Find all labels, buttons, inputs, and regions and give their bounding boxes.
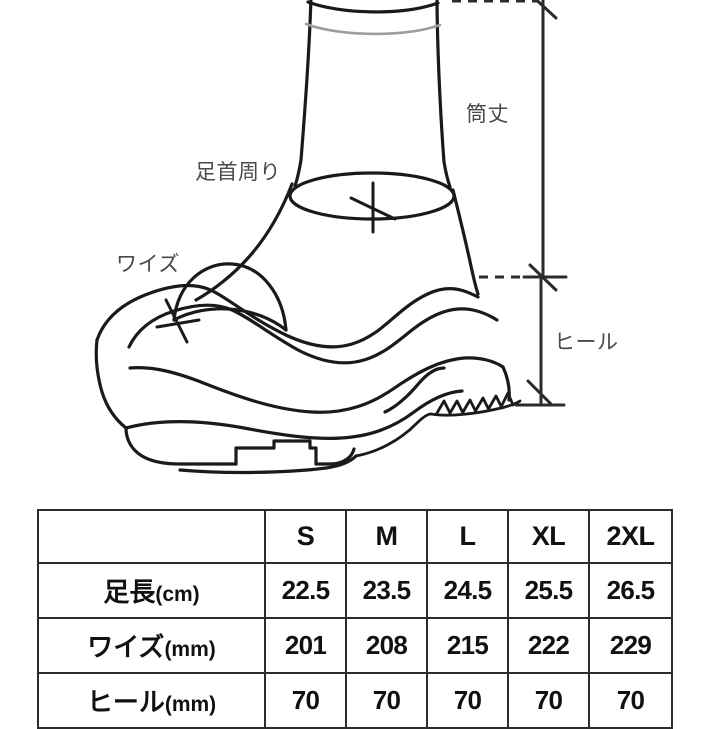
ankle-marker-cross [349,181,397,234]
size-header-m: M [345,509,428,564]
outsole-tread-teeth [354,391,522,458]
row-measure-name: ヒール [86,688,165,718]
width-measure-arc [172,262,288,332]
table-cell: 222 [507,617,590,674]
table-cell: 229 [588,617,673,674]
label-width: ワイズ [116,252,180,276]
row-label-cell: ワイズ(mm) [37,617,266,674]
width-marker-cross [155,298,201,344]
table-cell: 26.5 [588,562,673,619]
size-header-s: S [264,509,347,564]
row-label-cell: ヒール(mm) [37,672,266,729]
table-cell: 70 [264,672,347,729]
size-header-2xl: 2XL [588,509,673,564]
table-cell: 25.5 [507,562,590,619]
sock-cuff-seam [304,22,442,36]
size-header-l: L [426,509,509,564]
shoe-midsole-outline [94,338,511,440]
heel-height-dimension-line [514,276,566,407]
table-cell: 70 [345,672,428,729]
diagram-svg [94,0,568,475]
row-measure-name: 足長 [103,578,156,608]
foot-ankle-contour [194,182,480,302]
table-cell: 215 [426,617,509,674]
shoe-heel-inner-curve [383,366,446,414]
shoe-measurement-diagram: 足首周り ワイズ 筒丈 ヒール [94,0,619,475]
table-cell: 201 [264,617,347,674]
table-corner-cell [37,509,266,564]
size-header-xl: XL [507,509,590,564]
label-shaft-height: 筒丈 [466,102,509,126]
row-label-cell: 足長(cm) [37,562,266,619]
shoe-outsole-outline [124,426,358,475]
table-cell: 70 [507,672,590,729]
table-cell: 70 [588,672,673,729]
label-heel: ヒール [554,330,619,354]
row-measure-unit: (cm) [155,583,200,606]
row-measure-unit: (mm) [164,638,216,661]
table-cell: 24.5 [426,562,509,619]
shoe-upper-outline [95,283,499,365]
shaft-height-dimension-line [522,0,568,292]
table-cell: 23.5 [345,562,428,619]
sock-shaft-illustration [293,0,452,189]
label-ankle-circumference: 足首周り [195,160,281,184]
row-measure-unit: (mm) [164,693,217,716]
table-cell: 70 [426,672,509,729]
row-measure-name: ワイズ [87,633,165,663]
table-cell: 208 [345,617,428,674]
table-cell: 22.5 [264,562,347,619]
